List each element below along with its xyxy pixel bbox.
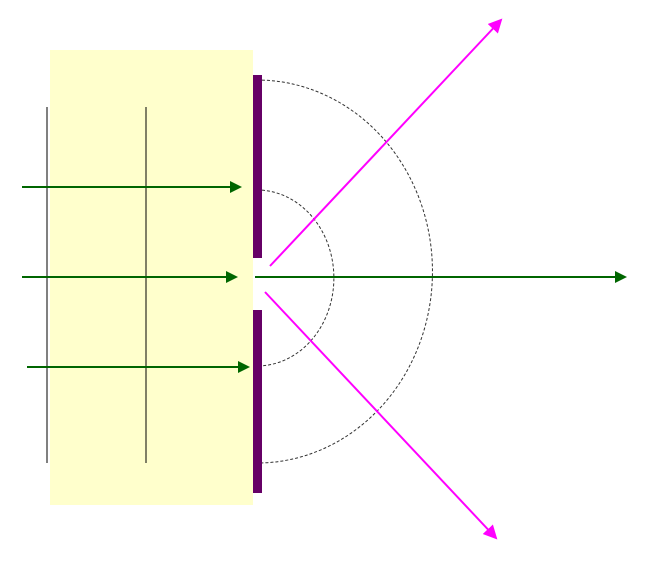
diffracted-ray-lower xyxy=(264,291,498,540)
barrier-upper xyxy=(253,75,262,258)
diffracted-wavefront-inner xyxy=(256,189,335,367)
barrier-lower xyxy=(253,310,262,493)
diffracted-ray-upper xyxy=(269,18,503,267)
diffracted-wavefront-outer xyxy=(256,79,433,464)
